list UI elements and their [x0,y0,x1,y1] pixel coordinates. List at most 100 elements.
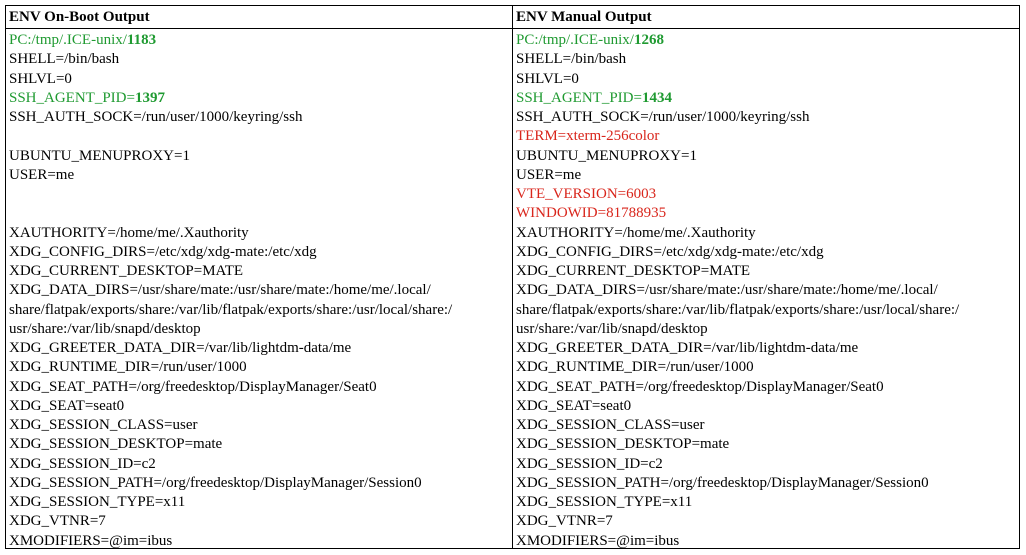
env-line-number: 1434 [641,89,672,106]
env-line-text: XDG_SESSION_ID=c2 [516,455,663,472]
env-line-text: XMODIFIERS=@im=ibus [516,532,680,549]
env-line-text: USER=me [516,166,582,183]
env-comparison-table: ENV On-Boot Output PC:/tmp/.ICE-unix/118… [5,5,1020,549]
env-line-text: share/flatpak/exports/share:/var/lib/fla… [9,301,453,318]
env-line-text: VTE_VERSION=6003 [516,186,657,202]
env-line: SSH_AUTH_SOCK=/run/user/1000/keyring/ssh [516,108,1016,127]
env-line-text: XDG_CONFIG_DIRS=/etc/xdg/xdg-mate:/etc/x… [516,243,824,260]
env-line-text: XDG_RUNTIME_DIR=/run/user/1000 [9,359,247,376]
env-line: XDG_SESSION_CLASS=user [516,416,1016,435]
env-line-text: SSH_AUTH_SOCK=/run/user/1000/keyring/ssh [516,109,810,125]
env-line: USER=me [516,166,1016,185]
env-line-text: XDG_SESSION_TYPE=x11 [9,494,186,510]
env-line: SHELL=/bin/bash [516,50,1016,69]
column-manual: ENV Manual Output PC:/tmp/.ICE-unix/1268… [513,6,1019,551]
env-line-text: TERM=xterm-256color [516,128,660,145]
env-line-text: XDG_SESSION_PATH=/org/freedesktop/Displa… [9,474,422,491]
env-line-text: XDG_DATA_DIRS=/usr/share/mate:/usr/share… [9,282,431,299]
env-line: XDG_SESSION_ID=c2 [9,455,509,474]
env-line: SHLVL=0 [9,70,509,89]
env-line [9,204,509,223]
env-line: UBUNTU_MENUPROXY=1 [516,147,1016,166]
env-line-text: XDG_SESSION_DESKTOP=mate [9,436,223,453]
env-line-text: XDG_SESSION_CLASS=user [516,417,705,433]
env-line-text: XDG_DATA_DIRS=/usr/share/mate:/usr/share… [516,282,938,299]
env-line: SHLVL=0 [516,70,1016,89]
env-line: XDG_SESSION_TYPE=x11 [516,493,1016,512]
env-line-text: XDG_SEAT_PATH=/org/freedesktop/DisplayMa… [516,378,884,395]
env-line: XDG_SESSION_DESKTOP=mate [9,435,509,454]
env-line-text: UBUNTU_MENUPROXY=1 [9,147,190,164]
env-line-text: SSH_AUTH_SOCK=/run/user/1000/keyring/ssh [9,109,303,125]
env-line-text: XDG_CONFIG_DIRS=/etc/xdg/xdg-mate:/etc/x… [9,243,317,260]
env-line-text: XDG_VTNR=7 [516,513,613,530]
env-line: SHELL=/bin/bash [9,50,509,69]
env-line: XMODIFIERS=@im=ibus [516,532,1016,551]
env-line-text: usr/share:/var/lib/snapd/desktop [9,320,201,337]
env-line-text: XDG_SEAT=seat0 [9,397,125,414]
env-line: UBUNTU_MENUPROXY=1 [9,147,509,166]
env-line: XDG_SESSION_PATH=/org/freedesktop/Displa… [9,474,509,493]
env-line-number: 1183 [126,32,157,48]
env-line: XDG_SESSION_DESKTOP=mate [516,435,1016,454]
env-line: XDG_GREETER_DATA_DIR=/var/lib/lightdm-da… [516,339,1016,358]
env-line: PC:/tmp/.ICE-unix/1183 [9,31,509,50]
env-line-text: XDG_CURRENT_DESKTOP=MATE [516,263,751,279]
env-line-text: XDG_CURRENT_DESKTOP=MATE [9,263,244,279]
env-line: XDG_SESSION_CLASS=user [9,416,509,435]
env-line-number: 1397 [134,89,165,106]
env-line-text: SSH_AGENT_PID= [516,89,642,106]
env-line: XDG_VTNR=7 [9,512,509,531]
env-line-text: SHELL=/bin/bash [516,51,627,68]
env-line: XDG_SESSION_TYPE=x11 [9,493,509,512]
env-line: usr/share:/var/lib/snapd/desktop [516,320,1016,339]
env-line-text: XDG_GREETER_DATA_DIR=/var/lib/lightdm-da… [516,340,859,356]
env-line: share/flatpak/exports/share:/var/lib/fla… [9,301,509,320]
env-line: PC:/tmp/.ICE-unix/1268 [516,31,1016,50]
env-line-text: XAUTHORITY=/home/me/.Xauthority [516,224,756,241]
env-line-text: XDG_SEAT=seat0 [516,397,632,414]
env-line: XDG_SESSION_PATH=/org/freedesktop/Displa… [516,474,1016,493]
env-line-text: SHELL=/bin/bash [9,51,120,68]
env-line: XAUTHORITY=/home/me/.Xauthority [516,224,1016,243]
env-line: usr/share:/var/lib/snapd/desktop [9,320,509,339]
env-line-text: XDG_SESSION_PATH=/org/freedesktop/Displa… [516,474,929,491]
column-on-boot: ENV On-Boot Output PC:/tmp/.ICE-unix/118… [6,6,513,551]
env-line-text: SHLVL=0 [9,70,72,87]
env-line: XDG_RUNTIME_DIR=/run/user/1000 [516,358,1016,377]
env-line: XMODIFIERS=@im=ibus [9,532,509,551]
env-line: share/flatpak/exports/share:/var/lib/fla… [516,301,1016,320]
env-line: XDG_SEAT=seat0 [516,397,1016,416]
env-line [9,127,509,146]
env-line-text: UBUNTU_MENUPROXY=1 [516,147,697,164]
env-line: SSH_AGENT_PID=1434 [516,89,1016,108]
env-line-text: XDG_SESSION_DESKTOP=mate [516,436,730,453]
env-line-text: USER=me [9,166,75,183]
env-line: WINDOWID=81788935 [516,204,1016,223]
column-header-on-boot: ENV On-Boot Output [6,6,512,29]
env-line-number: 1268 [633,32,664,48]
env-line-text: XDG_SESSION_ID=c2 [9,455,156,472]
env-line-text: PC:/tmp/.ICE-unix/ [9,32,127,48]
env-line: XDG_VTNR=7 [516,512,1016,531]
env-line-text: XMODIFIERS=@im=ibus [9,532,173,549]
env-line: TERM=xterm-256color [516,127,1016,146]
env-line: VTE_VERSION=6003 [516,185,1016,204]
env-line-text: XDG_SESSION_CLASS=user [9,417,198,433]
env-line-text: XDG_GREETER_DATA_DIR=/var/lib/lightdm-da… [9,340,352,356]
env-line: XDG_CONFIG_DIRS=/etc/xdg/xdg-mate:/etc/x… [9,243,509,262]
env-line-text: XDG_RUNTIME_DIR=/run/user/1000 [516,359,754,376]
env-line-text: SHLVL=0 [516,70,579,87]
env-line: SSH_AGENT_PID=1397 [9,89,509,108]
env-line-text: usr/share:/var/lib/snapd/desktop [516,320,708,337]
env-line: USER=me [9,166,509,185]
env-line-text: XAUTHORITY=/home/me/.Xauthority [9,224,249,241]
env-line: XAUTHORITY=/home/me/.Xauthority [9,224,509,243]
env-line: XDG_SESSION_ID=c2 [516,455,1016,474]
env-line-text: XDG_VTNR=7 [9,513,106,530]
env-line: XDG_SEAT_PATH=/org/freedesktop/DisplayMa… [516,378,1016,397]
env-line: SSH_AUTH_SOCK=/run/user/1000/keyring/ssh [9,108,509,127]
env-line: XDG_CURRENT_DESKTOP=MATE [516,262,1016,281]
env-line: XDG_RUNTIME_DIR=/run/user/1000 [9,358,509,377]
